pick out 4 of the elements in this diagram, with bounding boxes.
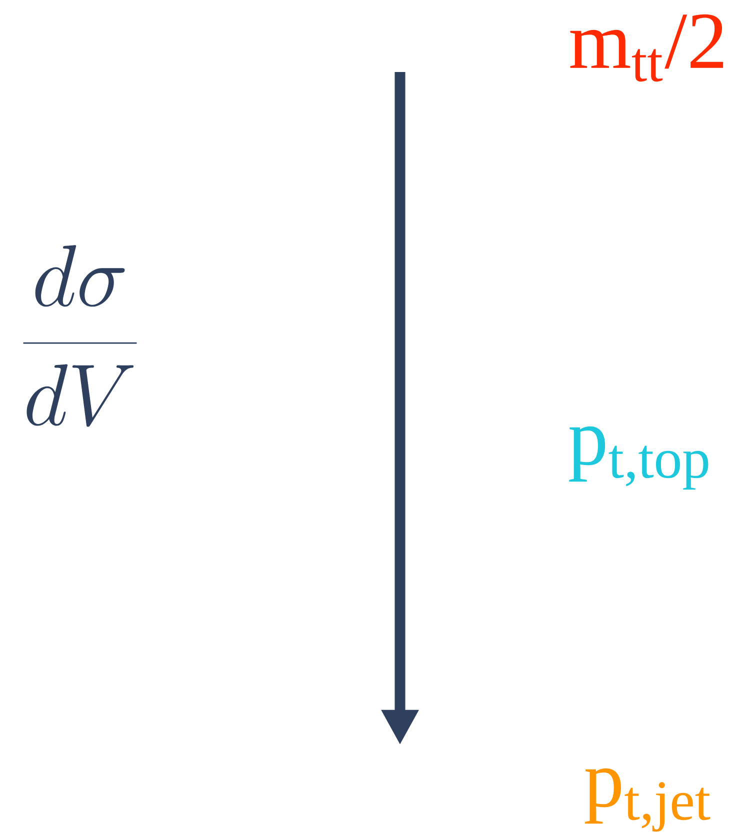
variable-label: m$_{tt}$/2 — [570, 14, 724, 82]
variable-label: p$_{t,top}$ — [569, 426, 708, 490]
variable-label: p$_{t,jet}$ — [585, 768, 710, 832]
formula: $\frac{d\sigma}{dV}$ — [23, 245, 137, 427]
